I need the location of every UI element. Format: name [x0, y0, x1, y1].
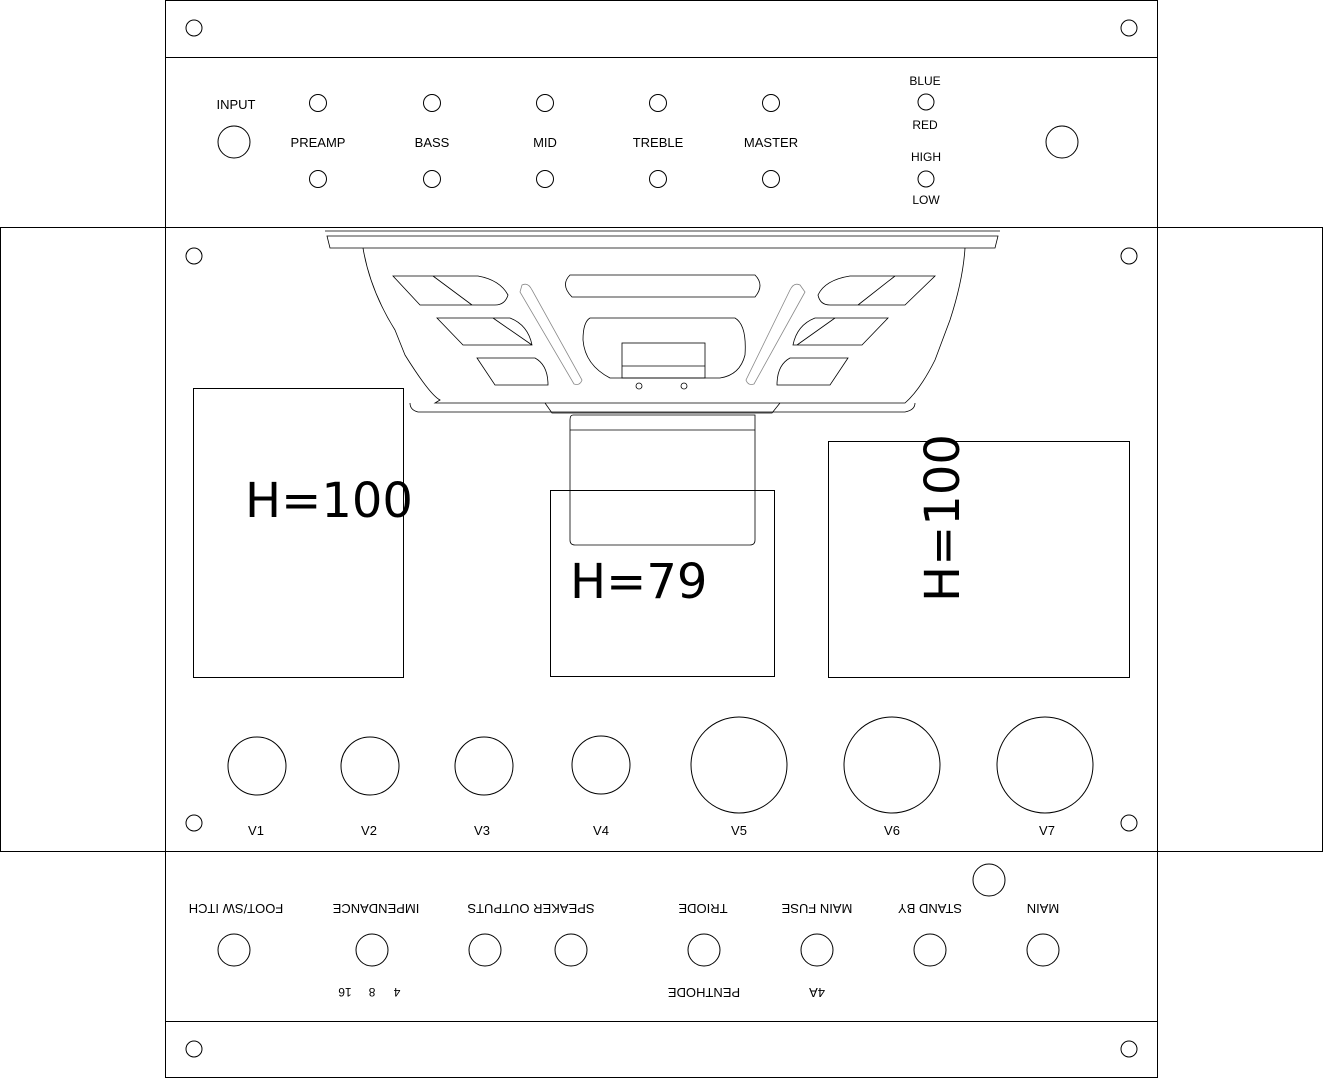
- switch-label: BLUE: [909, 74, 940, 88]
- chassis-base: [0, 227, 1323, 852]
- mounting-holes: [185, 19, 1138, 1058]
- knob-hole[interactable]: [649, 94, 667, 112]
- impedance-value: 16: [338, 985, 352, 999]
- knob-hole[interactable]: [762, 94, 780, 112]
- transformer-box-center: [550, 490, 775, 677]
- bottom-strip: [165, 1021, 1158, 1078]
- tube-socket: [996, 716, 1094, 814]
- tube-socket: [454, 736, 514, 796]
- triode-switch[interactable]: [687, 933, 721, 967]
- knob-group: PREAMP BASS MID TREBLE MASTER: [291, 94, 798, 188]
- knob-hole[interactable]: [649, 170, 667, 188]
- top-strip: [165, 0, 1158, 58]
- rear-labels: FOOT/SW ITCH IMPENDANCE SPEAKER OUTPUTS …: [189, 901, 1060, 1000]
- tube-socket: [690, 716, 788, 814]
- knob-hole[interactable]: [762, 170, 780, 188]
- tube-sockets: V1 V2 V3 V4 V5 V6 V7: [227, 716, 1094, 838]
- rear-panel: [165, 851, 1158, 1022]
- rear-label: SPEAKER OUTPUTS: [467, 901, 594, 916]
- footswitch-jack[interactable]: [217, 933, 251, 967]
- impedance-selector[interactable]: [355, 933, 389, 967]
- knob-label: BASS: [415, 135, 450, 150]
- switch-hole[interactable]: [917, 170, 935, 188]
- rear-label: MAIN: [1027, 901, 1060, 916]
- knob-hole[interactable]: [536, 170, 554, 188]
- tube-label: V5: [731, 823, 747, 838]
- box-left-label: H=100: [245, 473, 413, 529]
- tube-label: V4: [593, 823, 609, 838]
- speaker-outline: [325, 230, 1000, 546]
- tube-socket: [843, 716, 941, 814]
- box-center-label: H=79: [570, 554, 707, 610]
- knob-label: TREBLE: [633, 135, 684, 150]
- jack-hole[interactable]: [1045, 125, 1079, 159]
- tube-socket: [571, 735, 631, 795]
- speaker-output-jack[interactable]: [554, 933, 588, 967]
- knob-label: PREAMP: [291, 135, 346, 150]
- transformer-box-left: [193, 388, 404, 678]
- standby-switch[interactable]: [913, 933, 947, 967]
- tube-label: V7: [1039, 823, 1055, 838]
- main-fuse[interactable]: [800, 933, 834, 967]
- penthode-label: PENTHODE: [668, 985, 741, 1000]
- tube-label: V2: [361, 823, 377, 838]
- switch-label: RED: [912, 118, 938, 132]
- input-jack[interactable]: [217, 125, 251, 159]
- tube-label: V6: [884, 823, 900, 838]
- knob-hole[interactable]: [536, 94, 554, 112]
- rear-label: MAIN FUSE: [781, 901, 852, 916]
- main-switch[interactable]: [1026, 933, 1060, 967]
- input-label: INPUT: [217, 97, 256, 112]
- switch-label: LOW: [912, 193, 940, 207]
- rear-jacks: [217, 863, 1060, 967]
- speaker-output-jack[interactable]: [468, 933, 502, 967]
- impedance-value: 4: [393, 985, 400, 999]
- fuse-value: 4A: [809, 985, 825, 1000]
- tube-socket: [340, 736, 400, 796]
- knob-hole[interactable]: [309, 170, 327, 188]
- knob-label: MASTER: [744, 135, 798, 150]
- tube-socket: [227, 736, 287, 796]
- box-right-label: H=100: [915, 434, 971, 602]
- knob-hole[interactable]: [309, 94, 327, 112]
- rear-label: IMPENDANCE: [332, 901, 419, 916]
- tube-label: V1: [248, 823, 264, 838]
- knob-hole[interactable]: [423, 94, 441, 112]
- knob-label: MID: [533, 135, 557, 150]
- impedance-value: 8: [368, 985, 375, 999]
- power-inlet[interactable]: [972, 863, 1006, 897]
- switch-hole[interactable]: [917, 93, 935, 111]
- rear-label: FOOT/SW ITCH: [189, 901, 284, 916]
- rear-label: TRIODE: [678, 901, 727, 916]
- switch-label: HIGH: [911, 150, 941, 164]
- knob-hole[interactable]: [423, 170, 441, 188]
- rear-label: STAND BY: [898, 901, 962, 916]
- transformer-box-right: [828, 441, 1130, 678]
- tube-label: V3: [474, 823, 490, 838]
